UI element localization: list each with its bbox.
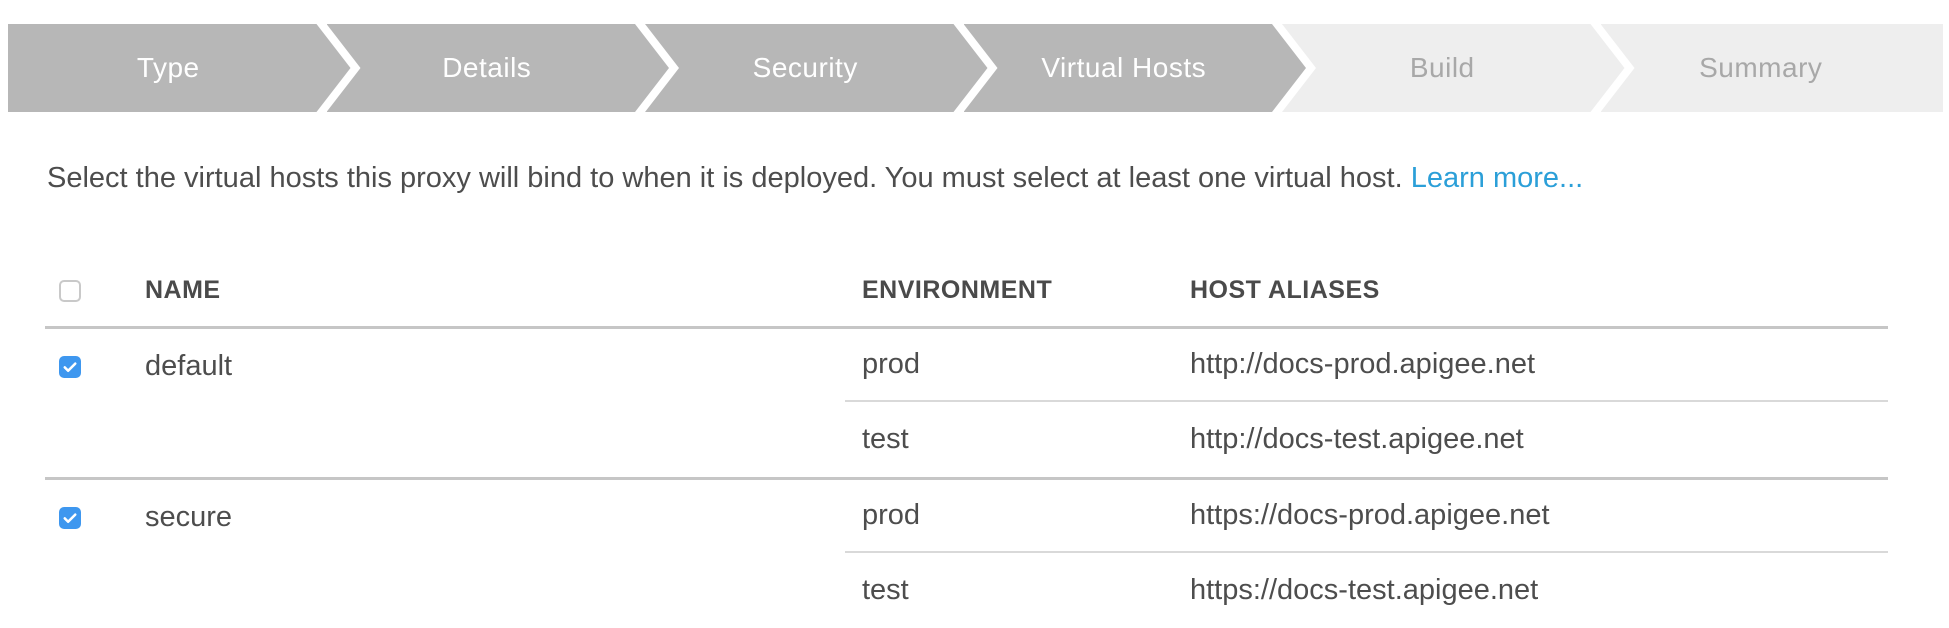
- virtual-host-name: default: [145, 350, 233, 382]
- table-body: default prod http://docs-prod.apigee.net…: [45, 329, 1888, 628]
- wizard-step-virtual-hosts[interactable]: Virtual Hosts: [964, 24, 1307, 112]
- wizard-step-label: Security: [752, 52, 858, 83]
- select-all-checkbox[interactable]: [59, 279, 81, 302]
- environment-cell: prod: [862, 499, 921, 531]
- row-checkbox[interactable]: [59, 355, 81, 378]
- wizard-step-build[interactable]: Build: [1282, 24, 1625, 112]
- host-alias-cell: https://docs-test.apigee.net: [1190, 574, 1539, 606]
- environment-cell: test: [862, 574, 909, 606]
- table-row: default prod http://docs-prod.apigee.net…: [45, 329, 1888, 480]
- wizard-step-label: Type: [136, 52, 200, 83]
- learn-more-link[interactable]: Learn more...: [1410, 162, 1584, 194]
- page-description: Select the virtual hosts this proxy will…: [47, 158, 1909, 198]
- wizard-step-security[interactable]: Security: [645, 24, 988, 112]
- wizard-step-label: Build: [1409, 52, 1475, 83]
- row-checkbox[interactable]: [59, 506, 81, 529]
- wizard-step-details[interactable]: Details: [327, 24, 670, 112]
- checkmark-icon: [63, 512, 77, 523]
- column-header-host-aliases: HOST ALIASES: [1190, 276, 1380, 304]
- wizard-step-label: Virtual Hosts: [1041, 52, 1207, 83]
- wizard-step-summary[interactable]: Summary: [1600, 24, 1943, 112]
- table-row: secure prod https://docs-prod.apigee.net…: [45, 480, 1888, 628]
- environment-cell: prod: [862, 348, 921, 380]
- column-header-name: NAME: [145, 276, 221, 304]
- wizard-step-label: Details: [442, 52, 532, 83]
- checkmark-icon: [63, 361, 77, 372]
- host-alias-cell: http://docs-test.apigee.net: [1190, 423, 1524, 455]
- environment-binding-row: test http://docs-test.apigee.net: [845, 402, 1888, 477]
- environment-cell: test: [862, 423, 909, 455]
- virtual-hosts-table: NAME ENVIRONMENT HOST ALIASES default pr…: [45, 255, 1888, 628]
- environment-binding-row: prod https://docs-prod.apigee.net: [845, 480, 1888, 553]
- environment-binding-row: test https://docs-test.apigee.net: [845, 553, 1888, 628]
- wizard-step-type[interactable]: Type: [8, 24, 351, 112]
- environment-binding-row: prod http://docs-prod.apigee.net: [845, 329, 1888, 402]
- column-header-environment: ENVIRONMENT: [862, 276, 1053, 304]
- virtual-host-name: secure: [145, 501, 233, 533]
- description-text: Select the virtual hosts this proxy will…: [47, 162, 1411, 194]
- wizard-step-label: Summary: [1699, 52, 1823, 83]
- host-alias-cell: http://docs-prod.apigee.net: [1190, 348, 1536, 380]
- wizard-step-bar: Type Details Security Virtual Hosts Buil…: [8, 24, 1943, 112]
- host-alias-cell: https://docs-prod.apigee.net: [1190, 499, 1550, 531]
- table-header-row: NAME ENVIRONMENT HOST ALIASES: [45, 255, 1888, 329]
